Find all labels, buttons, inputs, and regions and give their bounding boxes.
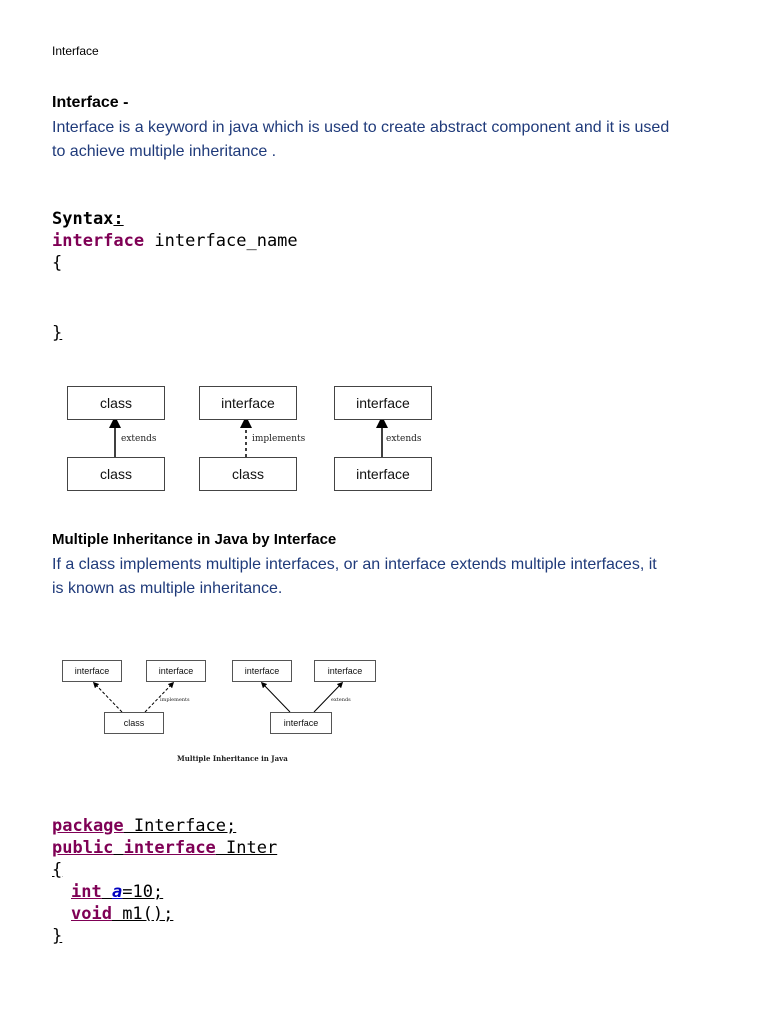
code-close-brace: }: [52, 926, 63, 946]
interface-definition-line-1: Interface is a keyword in java which is …: [52, 119, 670, 136]
syntax-open-brace: {: [52, 253, 63, 273]
diagram1-left-bottom-box: class: [67, 457, 165, 491]
syntax-keyword: interface: [52, 231, 145, 251]
code-method-line: void m1();: [71, 903, 173, 925]
syntax-label: Syntax:: [52, 208, 124, 230]
interface-heading: Interface -: [52, 94, 129, 111]
diagram1-right-bottom-box: interface: [334, 457, 432, 491]
code-int-keyword: int: [71, 882, 102, 902]
code-package-keyword: package: [52, 816, 124, 836]
code-interface-name: Inter: [215, 838, 278, 858]
diagram2-left-interface-2: interface: [146, 660, 206, 682]
code-package-line: package Interface;: [52, 815, 236, 837]
code-package-name: Interface;: [123, 816, 237, 836]
diagram1-middle-bottom-box: class: [199, 457, 297, 491]
extends-arrow-1: [260, 681, 291, 713]
diagram1-right-relation: extends: [386, 434, 422, 444]
multiple-inheritance-line-2: is known as multiple inheritance.: [52, 580, 283, 597]
diagram1-left-relation: extends: [121, 434, 157, 444]
syntax-declaration: interface interface_name: [52, 230, 298, 252]
code-field-name: a: [111, 882, 123, 902]
diagram2-left-relation: implements: [160, 697, 190, 703]
syntax-name: interface_name: [144, 231, 298, 251]
code-interface-line: public interface Inter: [52, 837, 277, 859]
syntax-label-text: Syntax: [52, 209, 114, 229]
diagram1-right-top-box: interface: [334, 386, 432, 420]
diagram2-arrows: [92, 681, 344, 713]
diagram2-right-relation: extends: [331, 697, 351, 703]
diagram2-right-interface-2: interface: [314, 660, 376, 682]
diagram2-right-interface-1: interface: [232, 660, 292, 682]
diagram2-left-interface-1: interface: [62, 660, 122, 682]
syntax-close-brace: }: [52, 323, 63, 343]
diagram2-caption: Multiple Inheritance in Java: [177, 754, 288, 763]
diagram1-middle-top-box: interface: [199, 386, 297, 420]
page-header: Interface: [52, 44, 99, 58]
code-open-brace: {: [52, 860, 63, 880]
diagram1-arrows: [109, 416, 388, 457]
multiple-inheritance-line-1: If a class implements multiple interface…: [52, 556, 657, 573]
diagram1-left-top-box: class: [67, 386, 165, 420]
interface-definition-line-2: to achieve multiple inheritance .: [52, 143, 277, 160]
code-field-line: int a=10;: [71, 881, 163, 903]
implements-arrow-2: [144, 681, 175, 713]
multiple-inheritance-heading: Multiple Inheritance in Java by Interfac…: [52, 531, 337, 548]
code-public-keyword: public: [52, 838, 114, 858]
implements-arrow-1: [92, 681, 123, 713]
diagram2-right-interface: interface: [270, 712, 332, 734]
code-method-signature: m1();: [111, 904, 174, 924]
extends-arrow-2: [313, 681, 344, 713]
diagram2-left-class: class: [104, 712, 164, 734]
code-field-assign: =10;: [122, 882, 164, 902]
syntax-colon: :: [113, 209, 124, 229]
diagram1-middle-relation: implements: [252, 434, 306, 444]
code-void-keyword: void: [71, 904, 112, 924]
code-interface-keyword: interface: [123, 838, 216, 858]
